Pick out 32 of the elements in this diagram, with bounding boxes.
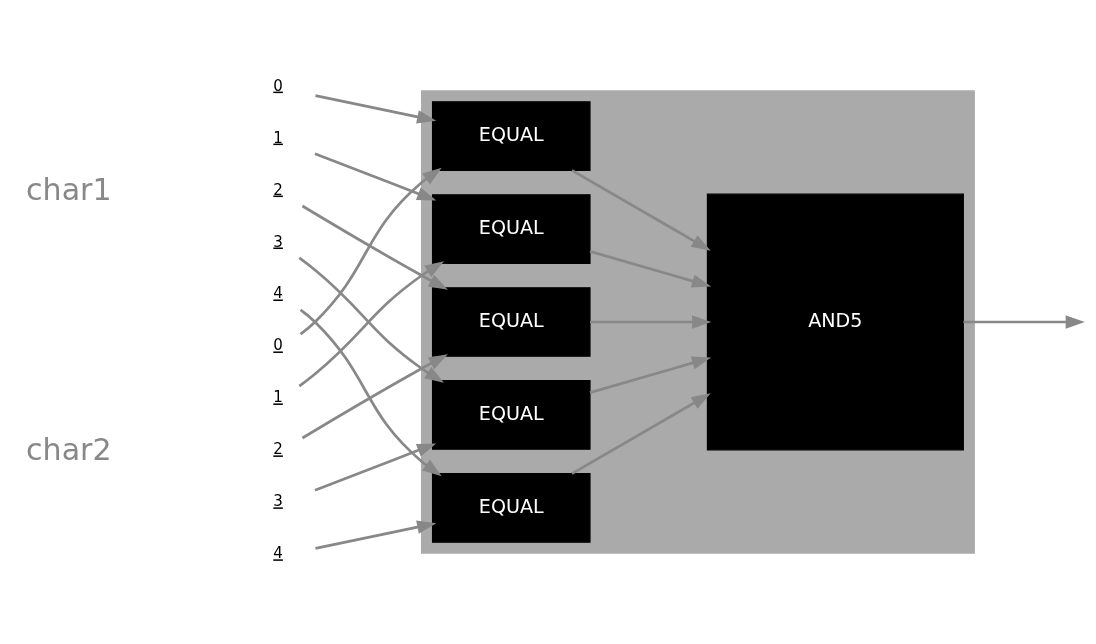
arrow xyxy=(299,308,442,477)
node-box: EQUAL xyxy=(431,101,591,171)
arrow xyxy=(299,167,442,336)
node-box: AND5 xyxy=(706,193,964,451)
node-box: EQUAL xyxy=(431,194,591,264)
arrow xyxy=(301,354,448,440)
node-text: 2 xyxy=(273,180,283,199)
node-box: EQUAL xyxy=(431,380,591,450)
node-text: 1 xyxy=(273,388,283,407)
label: char2 xyxy=(26,431,112,467)
node-text: 0 xyxy=(273,76,283,95)
node-text: 4 xyxy=(273,284,283,303)
node-text: 4 xyxy=(273,544,283,563)
node-text: 0 xyxy=(273,336,283,355)
arrow xyxy=(589,356,712,394)
node-box: EQUAL xyxy=(431,287,591,357)
arrow xyxy=(571,169,711,251)
node-box: EQUAL xyxy=(431,473,591,543)
arrow xyxy=(571,393,711,475)
node-text: 3 xyxy=(273,492,283,511)
node-text: 1 xyxy=(273,128,283,147)
arrow xyxy=(590,315,712,329)
arrow xyxy=(589,250,712,288)
arrow xyxy=(314,152,437,201)
label: char1 xyxy=(26,171,112,207)
node-text: 2 xyxy=(273,440,283,459)
node-text: 3 xyxy=(273,232,283,251)
arrow xyxy=(301,204,448,290)
arrow xyxy=(315,94,437,124)
arrow xyxy=(315,520,437,550)
arrow xyxy=(963,315,1085,329)
arrow xyxy=(314,443,437,492)
